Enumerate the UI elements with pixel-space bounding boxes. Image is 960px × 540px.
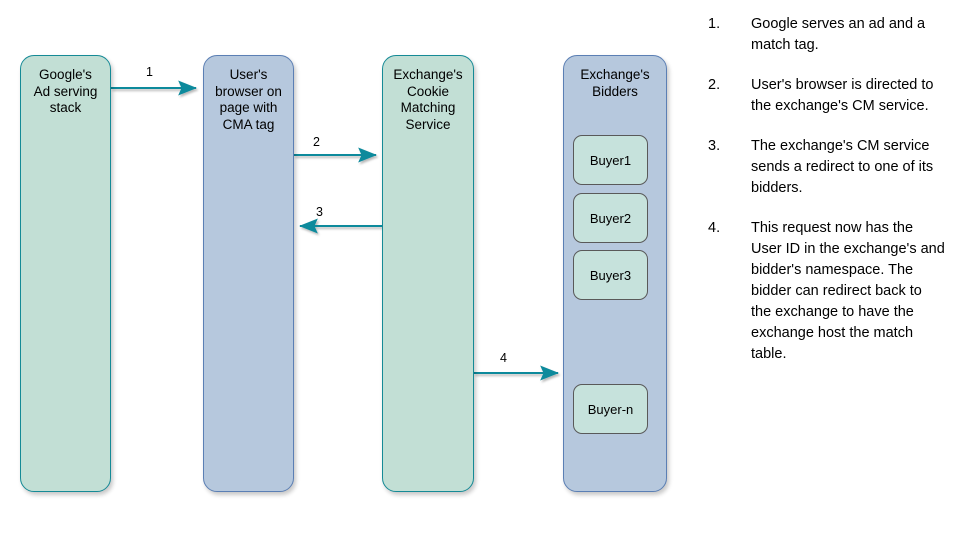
step-item: 2. User's browser is directed to the exc… [708,75,946,117]
arrow-2-label: 2 [313,135,320,149]
node-google-ad-serving-stack[interactable]: Google's Ad serving stack [20,55,111,492]
node-label: Exchange's Bidders [580,67,650,99]
node-exchange-cookie-matching-service[interactable]: Exchange's Cookie Matching Service [382,55,474,492]
arrow-1-label: 1 [146,65,153,79]
node-buyer-n[interactable]: Buyer-n [573,384,648,434]
node-buyer-1[interactable]: Buyer1 [573,135,648,185]
node-user-browser[interactable]: User's browser on page with CMA tag [203,55,294,492]
node-buyer-2[interactable]: Buyer2 [573,193,648,243]
node-label: Google's Ad serving stack [33,67,98,115]
node-buyer-3[interactable]: Buyer3 [573,250,648,300]
step-number: 4. [708,220,721,236]
node-label: Exchange's Cookie Matching Service [393,67,463,132]
step-text: The exchange's CM service sends a redire… [751,138,934,196]
step-item: 3. The exchange's CM service sends a red… [708,136,946,199]
buyer-label: Buyer2 [589,210,632,226]
arrow-3-label: 3 [316,205,323,219]
step-number: 3. [708,138,721,154]
step-item: 1. Google serves an ad and a match tag. [708,14,946,56]
step-number: 1. [708,16,721,32]
buyer-label: Buyer3 [589,267,632,283]
node-label: User's browser on page with CMA tag [215,67,282,132]
buyer-label: Buyer-n [587,401,634,417]
buyer-label: Buyer1 [589,152,632,168]
step-item: 4. This request now has the User ID in t… [708,218,946,365]
arrow-4-label: 4 [500,351,507,365]
steps-list: 1. Google serves an ad and a match tag. … [708,14,946,384]
step-number: 2. [708,77,721,93]
step-text: Google serves an ad and a match tag. [751,16,926,53]
step-text: This request now has the User ID in the … [751,220,945,362]
step-text: User's browser is directed to the exchan… [751,77,934,114]
